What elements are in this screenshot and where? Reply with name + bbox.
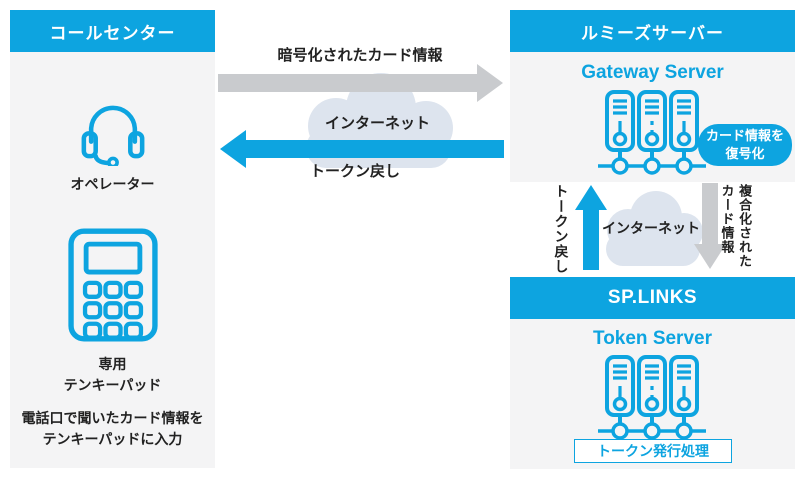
remise-server-panel: ルミーズサーバー Gateway Server — [510, 10, 795, 182]
decrypted-label-col1: 複合化された — [737, 184, 753, 268]
remise-server-title: ルミーズサーバー — [510, 10, 795, 52]
headset-icon — [10, 88, 215, 166]
arrow-down-decrypted — [694, 183, 726, 269]
internet-label-right: インターネット — [602, 220, 700, 236]
keypad-label: 専用 テンキーパッド — [63, 356, 162, 393]
token-return-label-left: トークン戻し — [309, 163, 400, 180]
encrypted-card-info-label: 暗号化されたカード情報 — [277, 47, 443, 64]
call-center-title: コールセンター — [10, 10, 215, 52]
arrow-right-encrypted — [218, 64, 503, 102]
server-cluster-icon — [596, 90, 708, 180]
arrow-up-token-return — [575, 185, 607, 270]
gateway-server-label: Gateway Server — [581, 62, 724, 83]
call-center-panel: コールセンター オペレーター — [10, 10, 215, 468]
numeric-keypad-icon — [10, 228, 215, 342]
splinks-title: SP.LINKS — [510, 277, 795, 319]
internet-cloud-icon-right — [596, 188, 710, 268]
decrypt-badge: カード情報を 復号化 — [698, 124, 792, 166]
decrypted-label-col2: カード情報 — [719, 184, 735, 254]
arrow-left-token-return — [220, 130, 504, 168]
token-server-label: Token Server — [593, 328, 712, 349]
splinks-panel: SP.LINKS Token Server — [510, 277, 795, 469]
internet-label-left: インターネット — [324, 115, 430, 132]
decrypted-card-info-label: 複合化された カード情報 — [718, 184, 753, 304]
server-cluster-icon — [596, 355, 708, 445]
operator-label: オペレーター — [70, 176, 155, 192]
token-issue-process-box: トークン発行処理 — [574, 439, 732, 463]
call-center-note: 電話口で聞いたカード情報を テンキーパッドに入力 — [21, 410, 204, 447]
token-return-label-right: トークン戻し — [553, 184, 570, 274]
